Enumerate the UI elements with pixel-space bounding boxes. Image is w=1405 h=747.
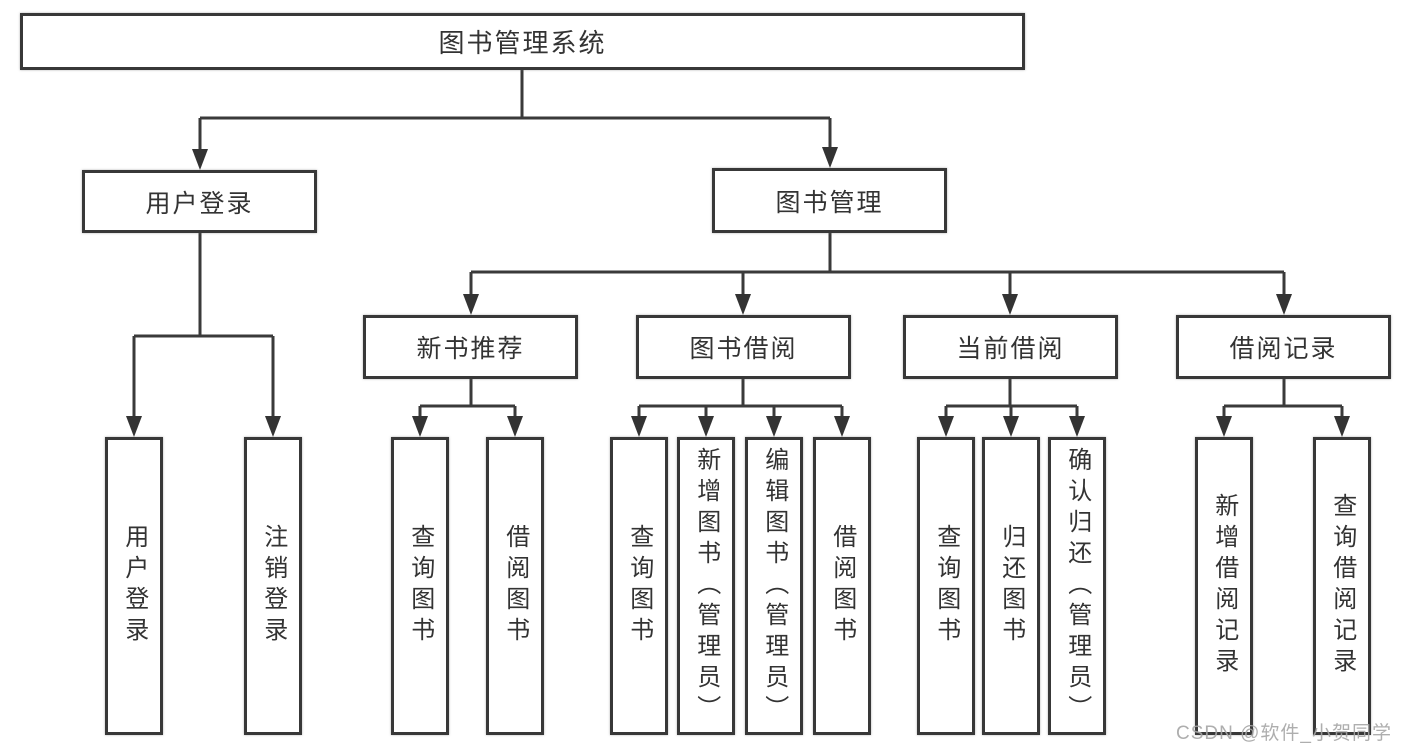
- node-label: 图书管理: [775, 188, 884, 217]
- node-label: 确认归还（管理员）: [1063, 446, 1091, 726]
- node-leaf-user-login: 用户登录: [105, 437, 163, 735]
- node-new-book-recommendation: 新书推荐: [363, 315, 578, 379]
- node-label: 查询借阅记录: [1328, 493, 1356, 679]
- arrowhead: [507, 416, 523, 437]
- arrowhead: [1002, 294, 1018, 315]
- arrowhead: [631, 416, 647, 437]
- arrowhead: [1276, 294, 1292, 315]
- node-label: 查询图书: [406, 524, 434, 648]
- node-leaf-add-book-admin: 新增图书（管理员）: [677, 437, 735, 735]
- arrowhead: [822, 147, 838, 168]
- arrowhead: [735, 294, 751, 315]
- arrowhead: [265, 416, 281, 437]
- arrowhead: [1216, 416, 1232, 437]
- node-leaf-query-book-3: 查询图书: [917, 437, 975, 735]
- node-leaf-return-book: 归还图书: [982, 437, 1040, 735]
- node-leaf-query-borrow-record: 查询借阅记录: [1313, 437, 1371, 735]
- arrowhead: [412, 416, 428, 437]
- node-leaf-query-book-2: 查询图书: [610, 437, 668, 735]
- node-label: 借阅图书: [501, 524, 529, 648]
- node-book-borrowing: 图书借阅: [636, 315, 851, 379]
- node-label: 借阅图书: [828, 524, 856, 648]
- node-label: 当前借阅: [956, 335, 1065, 363]
- node-leaf-add-borrow-record: 新增借阅记录: [1195, 437, 1253, 735]
- arrowhead: [834, 416, 850, 437]
- arrowhead: [698, 416, 714, 437]
- node-label: 图书借阅: [689, 335, 798, 363]
- node-current-borrowing: 当前借阅: [903, 315, 1118, 379]
- node-user-login: 用户登录: [82, 170, 317, 233]
- node-leaf-query-book-1: 查询图书: [391, 437, 449, 735]
- node-label: 用户登录: [120, 524, 148, 648]
- node-label: 新书推荐: [416, 335, 525, 363]
- arrowhead: [938, 416, 954, 437]
- node-library-management-system: 图书管理系统: [20, 13, 1025, 70]
- node-label: 查询图书: [625, 524, 653, 648]
- arrowhead: [463, 294, 479, 315]
- node-book-management: 图书管理: [712, 168, 947, 233]
- node-borrowing-records: 借阅记录: [1176, 315, 1391, 379]
- arrowhead: [1003, 416, 1019, 437]
- arrowhead: [126, 416, 142, 437]
- node-label: 新增借阅记录: [1210, 493, 1238, 679]
- arrowhead: [1334, 416, 1350, 437]
- node-leaf-edit-book-admin: 编辑图书（管理员）: [745, 437, 803, 735]
- node-label: 注销登录: [259, 524, 287, 648]
- arrowhead: [766, 416, 782, 437]
- node-leaf-logout: 注销登录: [244, 437, 302, 735]
- node-leaf-borrow-book-2: 借阅图书: [813, 437, 871, 735]
- arrowhead: [192, 149, 208, 170]
- node-label: 用户登录: [145, 189, 254, 218]
- node-label: 借阅记录: [1229, 335, 1338, 363]
- arrowhead-group: [126, 147, 1350, 437]
- csdn-watermark: CSDN @软件_小贺同学: [1176, 723, 1392, 744]
- node-label: 新增图书（管理员）: [692, 446, 720, 726]
- node-label: 查询图书: [932, 524, 960, 648]
- node-label: 归还图书: [997, 524, 1025, 648]
- arrowhead: [1069, 416, 1085, 437]
- node-leaf-borrow-book-1: 借阅图书: [486, 437, 544, 735]
- node-label: 编辑图书（管理员）: [760, 446, 788, 726]
- node-label: 图书管理系统: [438, 28, 607, 58]
- node-leaf-confirm-return-admin: 确认归还（管理员）: [1048, 437, 1106, 735]
